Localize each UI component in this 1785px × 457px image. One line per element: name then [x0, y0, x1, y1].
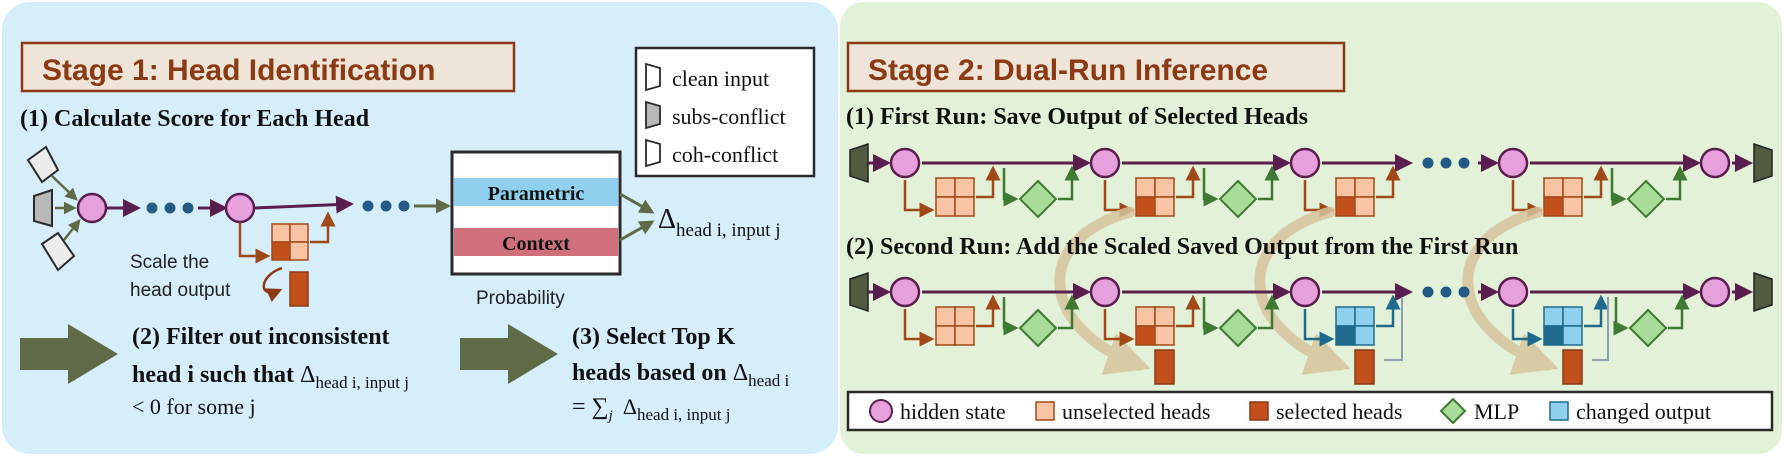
stage1-step1: (1) Calculate Score for Each Head: [20, 106, 370, 132]
subs-conflict-shape: [33, 188, 53, 228]
stage1-title: Stage 1: Head Identification: [42, 54, 435, 87]
legend-coh-conflict: coh-conflict: [672, 142, 778, 167]
scale-arrow: [262, 266, 283, 302]
hidden-state-node: [1089, 276, 1121, 308]
hidden-state-node: [1699, 276, 1731, 308]
input-block: [849, 271, 869, 313]
legend-mlp: MLP: [1474, 399, 1519, 424]
scaled-head-output: [289, 271, 309, 307]
hidden-state-node: [1289, 276, 1321, 308]
stage1-step2-line2: head i such that Δhead i, input j: [132, 362, 409, 392]
mlp-diamond: [1218, 308, 1258, 348]
hidden-state-node: [1289, 147, 1321, 179]
first-run-row: [849, 142, 1773, 219]
legend-clean-input: clean input: [672, 66, 769, 91]
legend-selected-heads-icon: [1249, 401, 1269, 421]
scaled-saved-output: [1154, 349, 1175, 385]
stage2-legend: hidden state unselected heads selected h…: [846, 390, 1774, 432]
stage2-run2-label: (2) Second Run: Add the Scaled Saved Out…: [846, 234, 1518, 260]
scale-label-line1: Scale the: [130, 252, 209, 273]
hidden-state-node: [224, 192, 256, 224]
hidden-state-node: [76, 192, 108, 224]
stage1-step3-line1: (3) Select Top K: [572, 324, 736, 350]
hidden-state-node: [1699, 147, 1731, 179]
scaled-saved-output: [1354, 349, 1375, 385]
stage1-stream: [76, 192, 451, 307]
legend-changed-output-icon: [1549, 401, 1569, 421]
stage1-step2-line3: < 0 for some j: [132, 394, 256, 419]
mlp-diamond: [1218, 179, 1258, 219]
flow-arrow-1: [20, 324, 118, 384]
stage1-step2-line1: (2) Filter out inconsistent: [132, 324, 390, 350]
clean-input-shape: [26, 145, 60, 184]
probability-label: Probability: [476, 288, 565, 309]
mlp-diamond: [1018, 308, 1058, 348]
stage1-step3-line2: heads based on Δhead i: [572, 360, 790, 390]
input-shapes: [26, 145, 81, 272]
coh-conflict-legend-icon: [645, 138, 661, 168]
input-legend: clean input subs-conflict coh-conflict: [634, 46, 816, 178]
mlp-diamond: [1628, 308, 1668, 348]
stage1-panel: Stage 1: Head Identification (1) Calcula…: [2, 2, 838, 454]
stage1-background: [2, 2, 838, 454]
coh-conflict-shape: [40, 231, 76, 272]
scaled-saved-output: [1562, 349, 1583, 385]
input-block: [849, 142, 869, 184]
legend-hidden-state: hidden state: [900, 399, 1006, 424]
clean-input-legend-icon: [645, 62, 661, 92]
hidden-state-node: [1089, 147, 1121, 179]
hidden-state-node: [889, 147, 921, 179]
second-run-row: [849, 271, 1773, 385]
hidden-state-node: [1497, 276, 1529, 308]
legend-unselected-heads: unselected heads: [1062, 399, 1210, 424]
stage2-panel: Stage 2: Dual-Run Inference (1) First Ru…: [840, 2, 1782, 454]
mlp-diamond: [1018, 179, 1058, 219]
hidden-state-node: [1497, 147, 1529, 179]
parametric-bar: [454, 178, 618, 206]
legend-unselected-heads-icon: [1035, 401, 1055, 421]
stage2-title-box: [846, 41, 1346, 93]
legend-changed-output: changed output: [1576, 399, 1711, 424]
stage2-title: Stage 2: Dual-Run Inference: [868, 54, 1268, 87]
flow-arrow-2: [460, 324, 558, 384]
hidden-state-node: [889, 276, 921, 308]
attention-heads-block: [271, 223, 309, 261]
output-block: [1753, 142, 1773, 184]
legend-subs-conflict: subs-conflict: [672, 104, 786, 129]
mlp-diamond: [1626, 179, 1666, 219]
probability-box: Parametric Context: [450, 150, 622, 276]
transfer-curves: [1054, 206, 1559, 375]
legend-selected-heads: selected heads: [1276, 399, 1402, 424]
scale-label-line2: head output: [130, 280, 231, 301]
delta-score: Δhead i, input j: [658, 204, 781, 241]
subs-conflict-legend-icon: [645, 100, 661, 130]
parametric-label: Parametric: [488, 183, 585, 205]
context-label: Context: [502, 233, 570, 255]
legend-hidden-state-icon: [869, 399, 893, 423]
stage1-title-box: [20, 41, 516, 93]
stage2-run1-label: (1) First Run: Save Output of Selected H…: [846, 104, 1308, 130]
output-block: [1753, 271, 1773, 313]
context-bar: [454, 228, 618, 256]
legend-mlp-icon: [1439, 397, 1467, 425]
